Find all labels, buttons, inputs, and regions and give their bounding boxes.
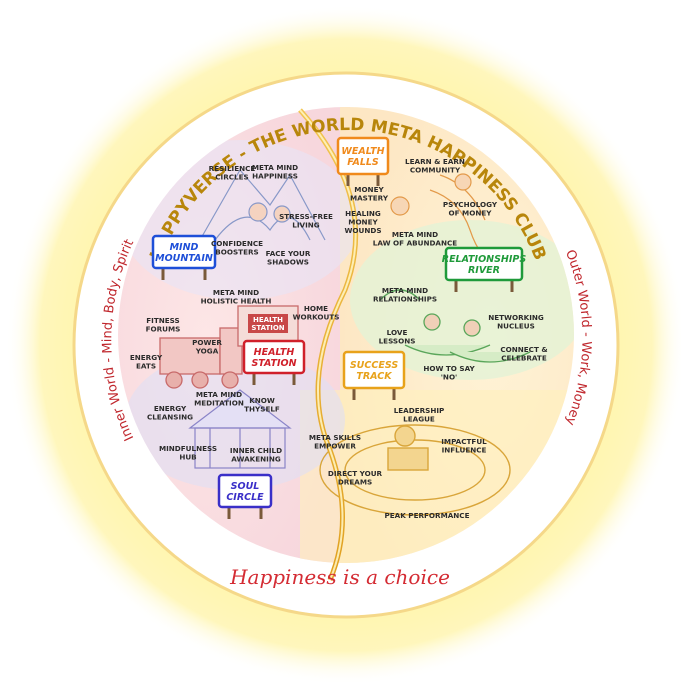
success-track-sign-line: TRACK [356, 371, 392, 382]
health-station-sign-line: STATION [251, 358, 296, 369]
health-station-building-board-bg [248, 314, 288, 333]
relationships-river-item: HOW TO SAY'NO' [423, 364, 475, 382]
waterfall-sketch [390, 173, 501, 271]
canoe-sketch [379, 289, 531, 363]
carousel-sketch [188, 389, 292, 469]
relationships-river-item: CONNECT &CELEBRATE [500, 345, 547, 363]
health-station-sign-line: HEALTH [254, 347, 295, 358]
center-swirl-glow [299, 109, 357, 581]
soul-circle-sign-line: CIRCLE [226, 492, 264, 503]
relationships-river-sign-line: RIVER [468, 265, 500, 276]
relationships-river-sign-line: RELATIONSHIPS [442, 254, 527, 265]
soul-circle-sign-line: SOUL [231, 481, 260, 492]
mind-mountain-sign-line: MIND [170, 242, 199, 253]
wealth-falls-sign-line: WEALTH [341, 146, 384, 157]
mind-mountain-sign-line: MOUNTAIN [155, 253, 213, 264]
train-sketch [159, 305, 299, 389]
mountain-sketch [199, 168, 326, 241]
race-track-sketch [319, 424, 511, 516]
success-track-sign-line: SUCCESS [350, 360, 398, 371]
wealth-falls-sign-line: FALLS [347, 157, 379, 168]
tagline: Happiness is a choice [229, 565, 450, 589]
success-track-item: PEAK PERFORMANCE [385, 511, 470, 520]
